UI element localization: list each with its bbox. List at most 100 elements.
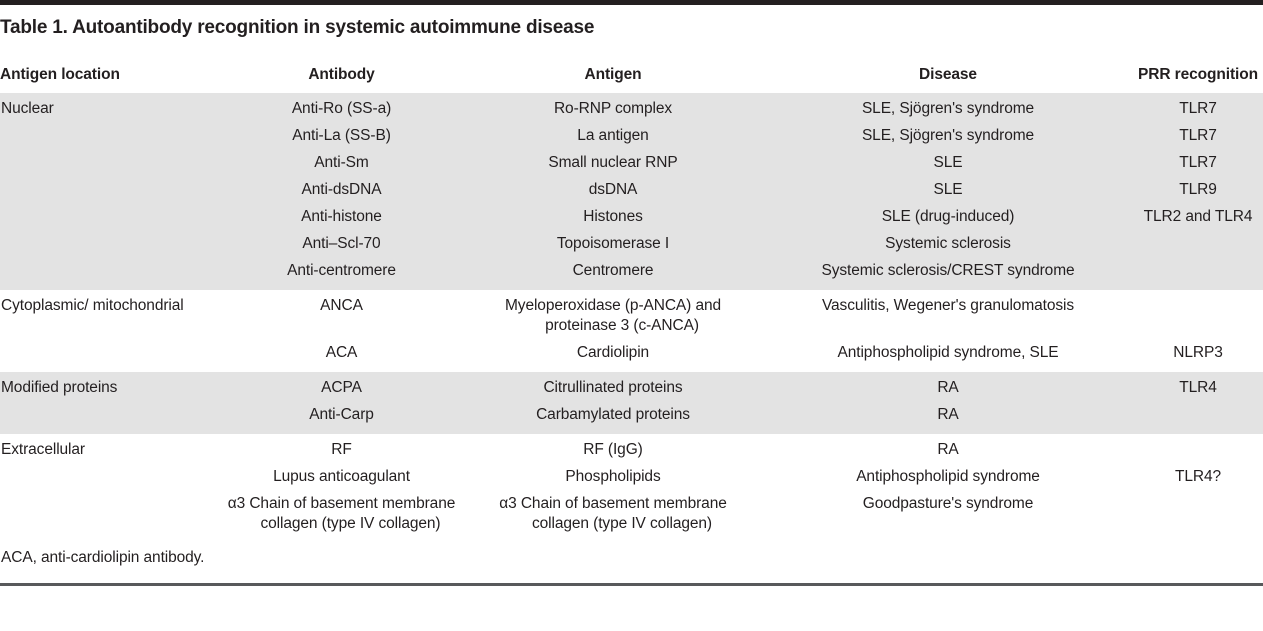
autoantibody-table: Antigen location Antibody Antigen Diseas…	[0, 66, 1263, 543]
cell-disease: SLE, Sjögren's syndrome	[763, 93, 1133, 123]
table-row: Anti-La (SS-B) La antigen SLE, Sjögren's…	[0, 123, 1263, 150]
cell-antigen: Phospholipids	[463, 464, 763, 491]
column-header-antigen: Antigen	[463, 66, 763, 93]
cell-prr: TLR9	[1133, 177, 1263, 204]
cell-antigen: La antigen	[463, 123, 763, 150]
cell-prr: TLR4	[1133, 372, 1263, 402]
table-row: Anti-histone Histones SLE (drug-induced)…	[0, 204, 1263, 231]
table-row: Cytoplasmic/ mitochondrial ANCA Myeloper…	[0, 290, 1263, 340]
cell-antigen: Carbamylated proteins	[463, 402, 763, 434]
table-row: ACA Cardiolipin Antiphospholipid syndrom…	[0, 340, 1263, 372]
table-bottom-rule	[0, 583, 1263, 586]
table-header: Antigen location Antibody Antigen Diseas…	[0, 66, 1263, 93]
cell-antibody-line2: collagen (type IV collagen)	[260, 515, 441, 532]
table-row: Lupus anticoagulant Phospholipids Antiph…	[0, 464, 1263, 491]
cell-prr	[1133, 491, 1263, 543]
cell-antigen-location	[0, 150, 220, 177]
cell-prr	[1133, 290, 1263, 340]
cell-antigen-location	[0, 464, 220, 491]
column-header-antibody: Antibody	[220, 66, 463, 93]
cell-antigen-location	[0, 177, 220, 204]
cell-antigen: Citrullinated proteins	[463, 372, 763, 402]
cell-antigen-location	[0, 258, 220, 290]
cell-disease: SLE (drug-induced)	[763, 204, 1133, 231]
cell-prr: TLR7	[1133, 93, 1263, 123]
cell-prr: TLR7	[1133, 150, 1263, 177]
cell-antigen-location	[0, 204, 220, 231]
table-row: Extracellular RF RF (IgG) RA	[0, 434, 1263, 464]
cell-disease: RA	[763, 402, 1133, 434]
cell-antibody: Anti-Sm	[220, 150, 463, 177]
cell-prr	[1133, 258, 1263, 290]
cell-disease: SLE	[763, 150, 1133, 177]
cell-antigen: RF (IgG)	[463, 434, 763, 464]
cell-antigen-line2: proteinase 3 (c-ANCA)	[545, 317, 699, 334]
cell-antigen: Myeloperoxidase (p-ANCA) and proteinase …	[463, 290, 763, 340]
cell-antigen-location: Cytoplasmic/ mitochondrial	[0, 290, 220, 340]
table-row: Anti-centromere Centromere Systemic scle…	[0, 258, 1263, 290]
cell-antibody: Anti-Carp	[220, 402, 463, 434]
cell-antibody: ANCA	[220, 290, 463, 340]
table-row: Anti-Sm Small nuclear RNP SLE TLR7	[0, 150, 1263, 177]
table-top-rule	[0, 0, 1263, 5]
cell-antibody: α3 Chain of basement membrane collagen (…	[220, 491, 463, 543]
cell-antigen: dsDNA	[463, 177, 763, 204]
table-row: α3 Chain of basement membrane collagen (…	[0, 491, 1263, 543]
cell-prr: TLR4?	[1133, 464, 1263, 491]
cell-antibody: ACA	[220, 340, 463, 372]
cell-disease: RA	[763, 372, 1133, 402]
cell-antigen-location	[0, 123, 220, 150]
cell-antibody: Anti–Scl-70	[220, 231, 463, 258]
column-header-prr-recognition: PRR recognition	[1133, 66, 1263, 93]
cell-antibody: Anti-La (SS-B)	[220, 123, 463, 150]
cell-antigen-location	[0, 491, 220, 543]
cell-antigen-location	[0, 340, 220, 372]
cell-prr	[1133, 402, 1263, 434]
cell-antigen-location	[0, 402, 220, 434]
cell-antigen: α3 Chain of basement membrane collagen (…	[463, 491, 763, 543]
cell-antigen: Ro-RNP complex	[463, 93, 763, 123]
table-header-row: Antigen location Antibody Antigen Diseas…	[0, 66, 1263, 93]
cell-disease: SLE, Sjögren's syndrome	[763, 123, 1133, 150]
cell-antibody: Anti-centromere	[220, 258, 463, 290]
column-header-antigen-location: Antigen location	[0, 66, 220, 93]
cell-antibody: RF	[220, 434, 463, 464]
cell-antigen: Histones	[463, 204, 763, 231]
cell-antigen: Cardiolipin	[463, 340, 763, 372]
cell-disease: RA	[763, 434, 1133, 464]
cell-antigen-location	[0, 231, 220, 258]
cell-antibody-line1: α3 Chain of basement membrane	[227, 495, 456, 512]
cell-prr	[1133, 434, 1263, 464]
cell-disease: Antiphospholipid syndrome	[763, 464, 1133, 491]
cell-antigen-location: Nuclear	[0, 93, 220, 123]
table-row: Modified proteins ACPA Citrullinated pro…	[0, 372, 1263, 402]
cell-antigen-location: Modified proteins	[0, 372, 220, 402]
cell-antibody: Lupus anticoagulant	[220, 464, 463, 491]
cell-antigen-line2: collagen (type IV collagen)	[532, 515, 712, 532]
table-row: Anti-dsDNA dsDNA SLE TLR9	[0, 177, 1263, 204]
cell-prr	[1133, 231, 1263, 258]
cell-antibody: Anti-histone	[220, 204, 463, 231]
cell-prr: NLRP3	[1133, 340, 1263, 372]
table-footnote: ACA, anti-cardiolipin antibody.	[1, 549, 205, 566]
table-row: Nuclear Anti-Ro (SS-a) Ro-RNP complex SL…	[0, 93, 1263, 123]
table-body: Nuclear Anti-Ro (SS-a) Ro-RNP complex SL…	[0, 93, 1263, 543]
cell-disease: Antiphospholipid syndrome, SLE	[763, 340, 1133, 372]
cell-antigen: Small nuclear RNP	[463, 150, 763, 177]
cell-antibody: ACPA	[220, 372, 463, 402]
cell-antigen-location: Extracellular	[0, 434, 220, 464]
table-row: Anti–Scl-70 Topoisomerase I Systemic scl…	[0, 231, 1263, 258]
cell-antigen-line1: Myeloperoxidase (p-ANCA) and	[504, 297, 722, 314]
cell-disease: SLE	[763, 177, 1133, 204]
table-title: Table 1. Autoantibody recognition in sys…	[0, 17, 595, 38]
table-row: Anti-Carp Carbamylated proteins RA	[0, 402, 1263, 434]
cell-disease: Goodpasture's syndrome	[763, 491, 1133, 543]
cell-antigen: Topoisomerase I	[463, 231, 763, 258]
cell-antigen-line1: α3 Chain of basement membrane	[499, 495, 727, 512]
cell-prr: TLR7	[1133, 123, 1263, 150]
cell-antigen: Centromere	[463, 258, 763, 290]
cell-antibody: Anti-Ro (SS-a)	[220, 93, 463, 123]
cell-prr: TLR2 and TLR4	[1133, 204, 1263, 231]
cell-disease: Systemic sclerosis	[763, 231, 1133, 258]
